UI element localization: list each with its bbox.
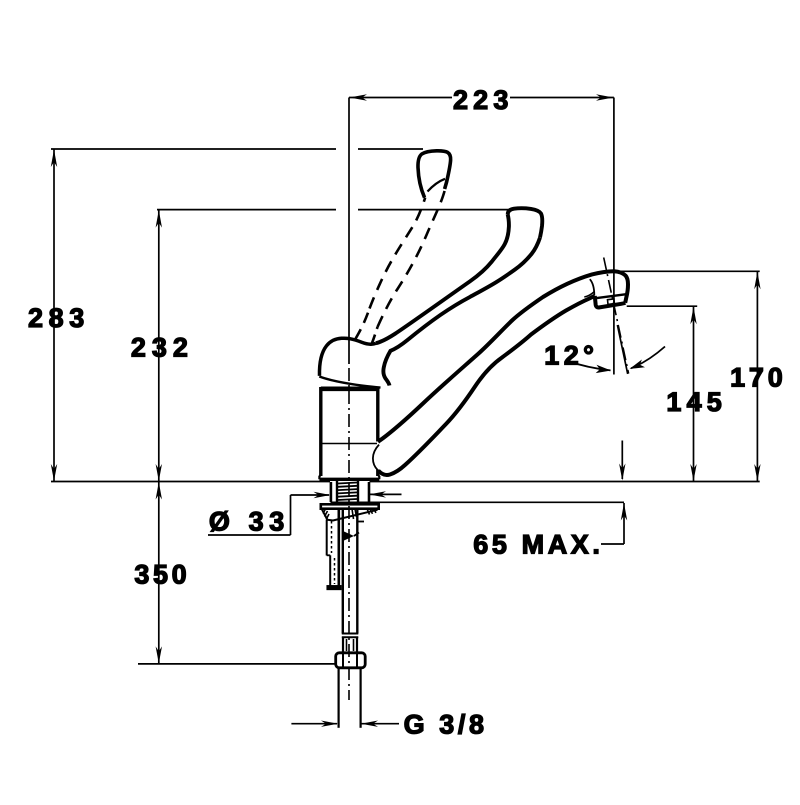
svg-text:223: 223 [453,85,514,115]
svg-text:65 MAX.: 65 MAX. [473,530,603,560]
svg-text:145: 145 [666,387,727,417]
svg-text:350: 350 [134,559,190,589]
svg-text:12°: 12° [544,341,598,371]
svg-text:232: 232 [131,332,194,362]
svg-text:170: 170 [730,363,786,393]
svg-text:G 3/8: G 3/8 [404,709,488,739]
svg-text:283: 283 [28,303,90,333]
svg-text:Ø 33: Ø 33 [209,507,290,537]
